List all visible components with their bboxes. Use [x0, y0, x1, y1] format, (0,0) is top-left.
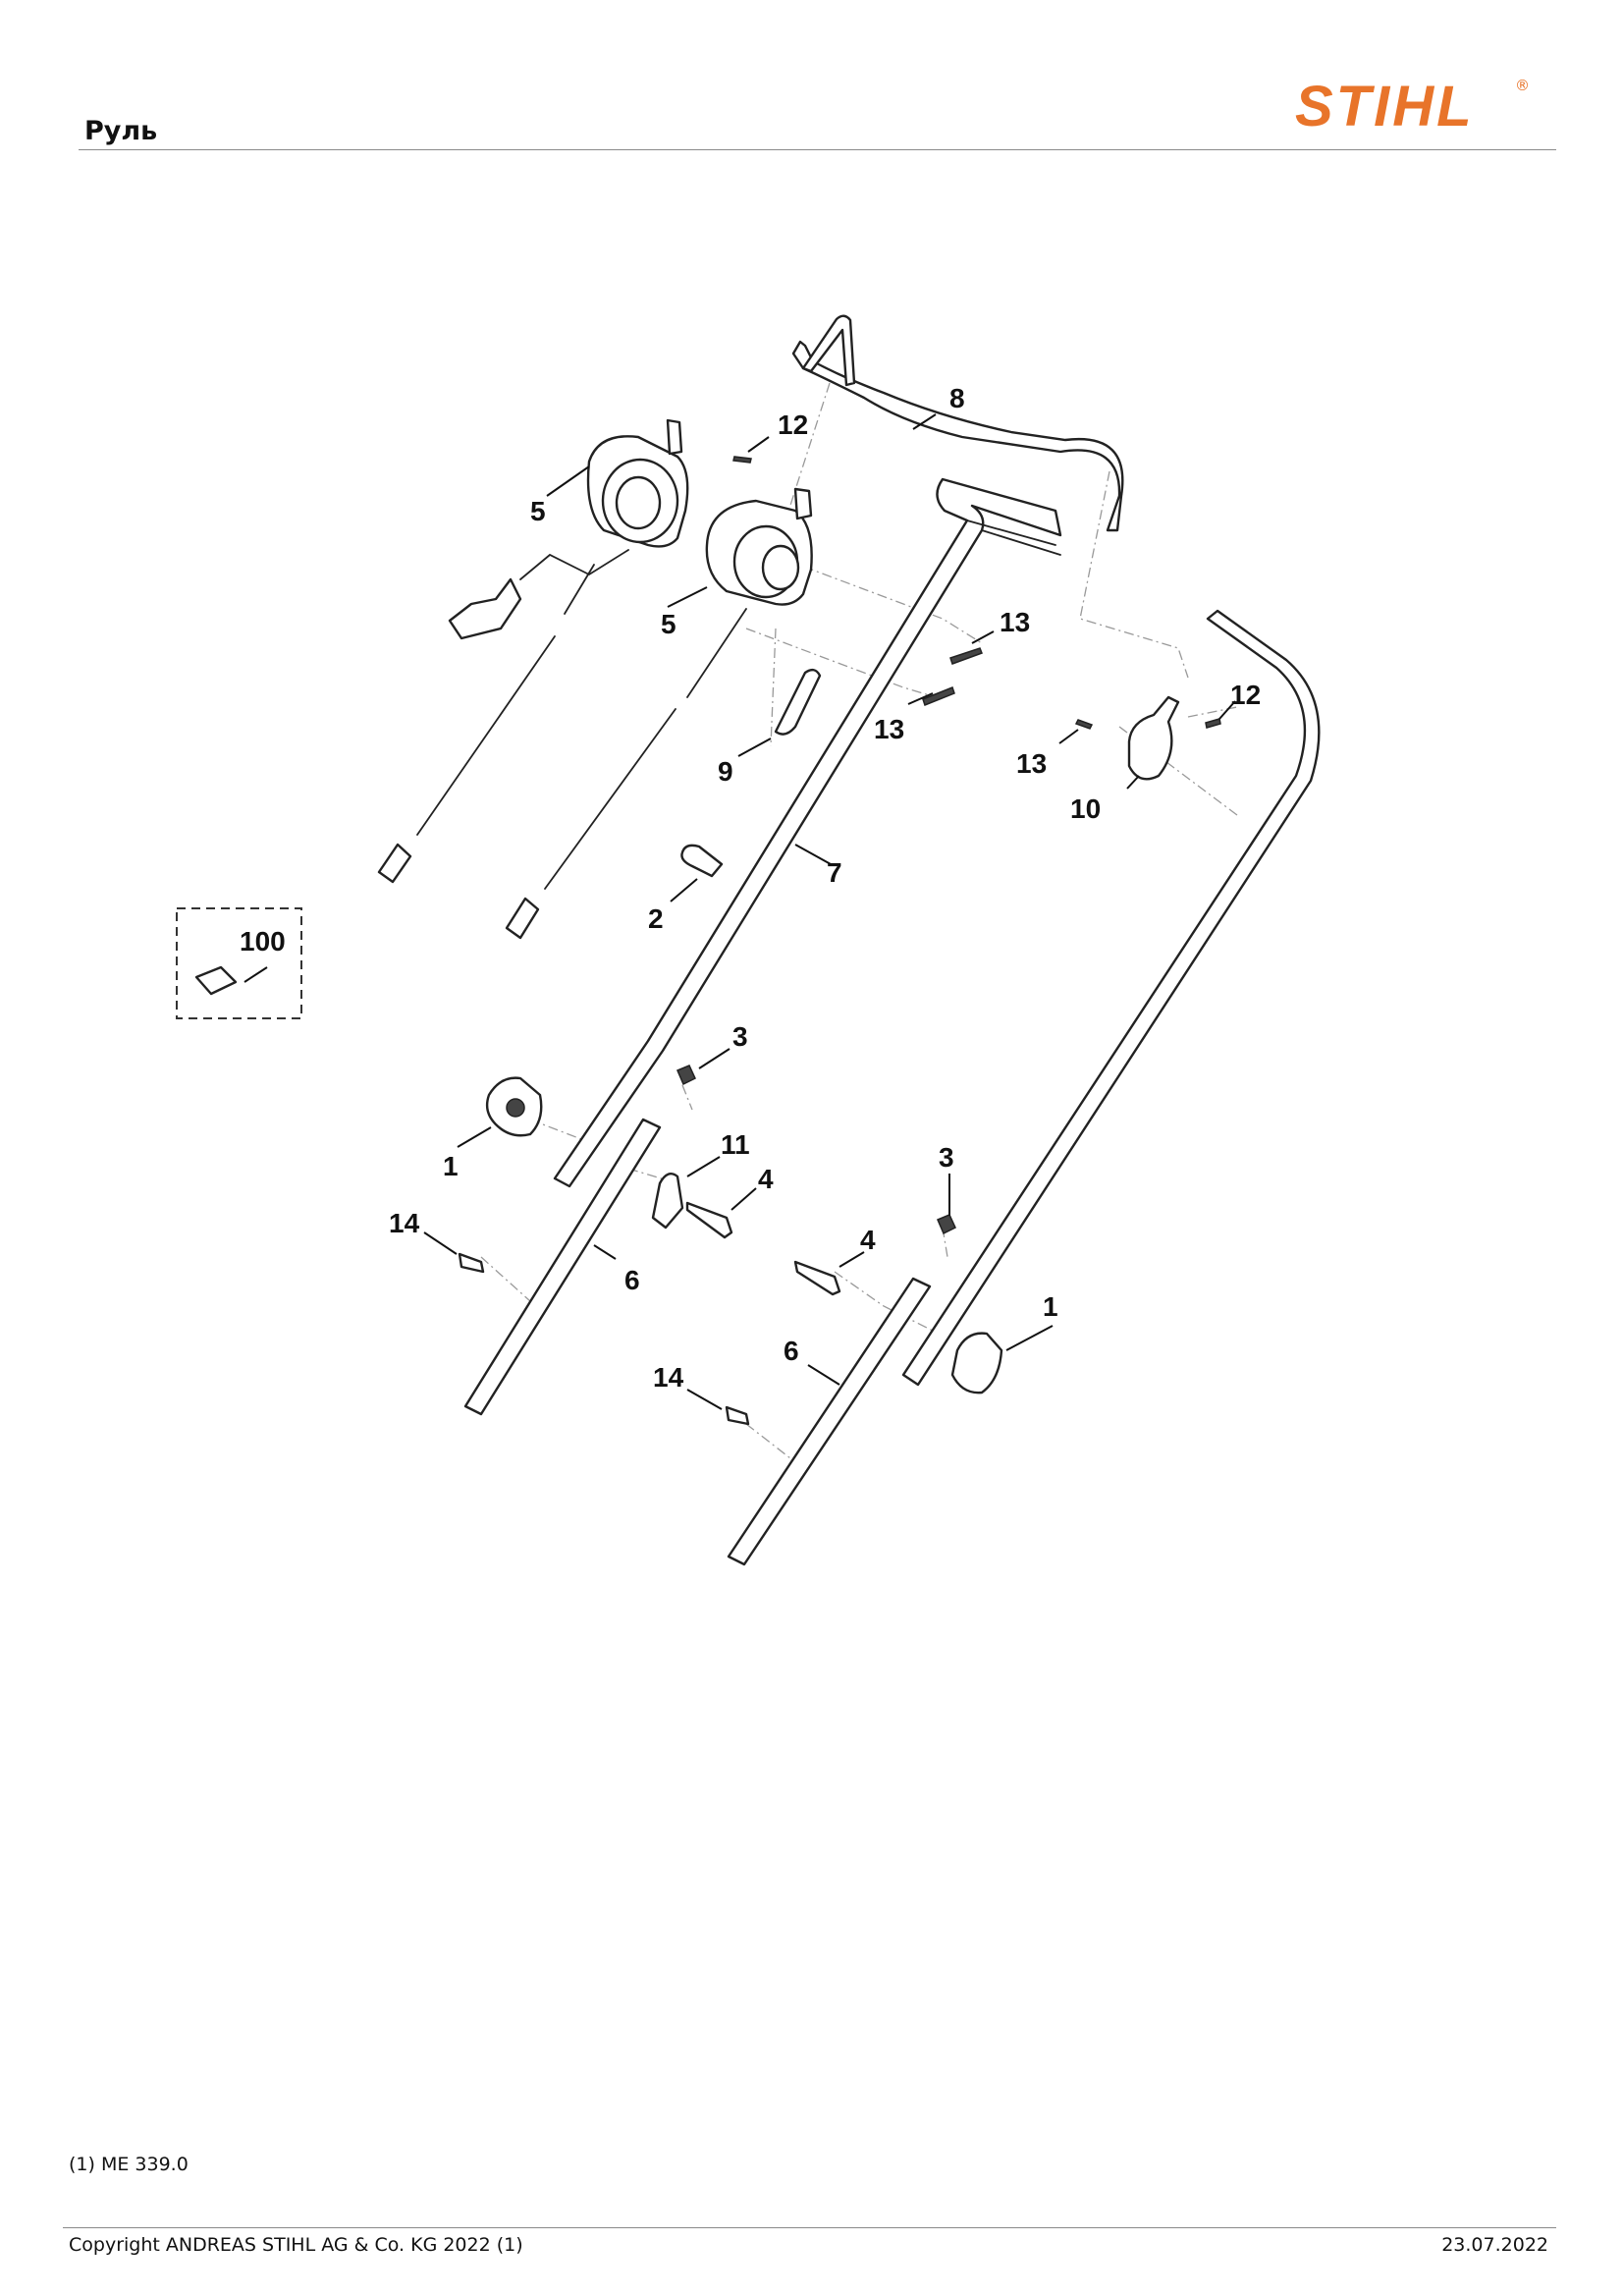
- copyright-text: Copyright ANDREAS STIHL AG & Co. KG 2022…: [69, 2234, 523, 2256]
- callout-9: 9: [718, 756, 733, 787]
- kit-part-100: [194, 965, 238, 996]
- assembly-lines: [480, 382, 1238, 1459]
- callout-5-left: 5: [530, 496, 546, 526]
- callout-labels: 8 12 5 5 13 13 13 12 9 10 7 2 100 3 1 11…: [240, 383, 1261, 1393]
- callout-11: 11: [721, 1129, 750, 1160]
- left-handle-tube-7: [553, 477, 1062, 1188]
- upper-handlebar-8: [791, 340, 1124, 532]
- callout-4-right: 4: [860, 1225, 876, 1255]
- callout-1-right: 1: [1043, 1291, 1058, 1322]
- clamp-11: [651, 1173, 684, 1230]
- callout-7: 7: [827, 857, 842, 888]
- callout-6-left: 6: [624, 1265, 640, 1295]
- callout-14-right: 14: [653, 1362, 684, 1393]
- knob-right-1: [950, 1332, 1003, 1394]
- right-handle-tube: [901, 609, 1321, 1387]
- screw-right-14: [725, 1405, 750, 1426]
- control-unit-center-5: [505, 487, 813, 940]
- logo-text: STIHL: [1295, 75, 1475, 138]
- callout-6-right: 6: [784, 1336, 799, 1366]
- insert-right-3: [937, 1214, 956, 1235]
- bolt-left-4: [685, 1201, 733, 1239]
- logo-registered-mark: ®: [1515, 77, 1530, 94]
- control-unit-left-5: [377, 418, 689, 884]
- handlebar-loop: [801, 314, 856, 387]
- screws: [732, 456, 1221, 730]
- callout-12-left: 12: [778, 410, 808, 440]
- header-divider: [79, 149, 1556, 150]
- screw-left-14: [458, 1252, 485, 1274]
- callout-13-middle: 13: [874, 714, 904, 744]
- callout-13-top: 13: [1000, 607, 1030, 637]
- callout-5-center: 5: [661, 609, 676, 639]
- callout-14-left: 14: [389, 1208, 420, 1238]
- callout-13-right: 13: [1016, 748, 1047, 779]
- cable-clamp-2: [680, 844, 724, 878]
- callout-12-right: 12: [1230, 680, 1261, 710]
- page-title: Руль: [84, 116, 158, 146]
- callout-100: 100: [240, 926, 286, 957]
- bolt-right-4: [793, 1260, 841, 1296]
- callout-3-right: 3: [939, 1142, 954, 1173]
- footnote: (1) ME 339.0: [69, 2154, 189, 2175]
- stihl-logo: STIHL ®: [1281, 69, 1541, 139]
- callout-10: 10: [1070, 793, 1101, 824]
- callout-8: 8: [949, 383, 965, 413]
- callout-4-left: 4: [758, 1164, 774, 1194]
- clip-9: [774, 668, 822, 736]
- document-date: 23.07.2022: [1441, 2234, 1548, 2256]
- lower-tube-right-6: [727, 1277, 932, 1566]
- kit-box-100: [176, 907, 302, 1019]
- footer-divider: [63, 2227, 1556, 2228]
- callout-1-left: 1: [443, 1151, 459, 1181]
- lever-10: [1127, 695, 1180, 781]
- leader-lines: [243, 413, 1236, 1410]
- callout-2: 2: [648, 903, 664, 934]
- insert-left-3: [676, 1065, 696, 1086]
- callout-3-left: 3: [732, 1021, 748, 1052]
- lower-tube-left-6: [463, 1118, 662, 1416]
